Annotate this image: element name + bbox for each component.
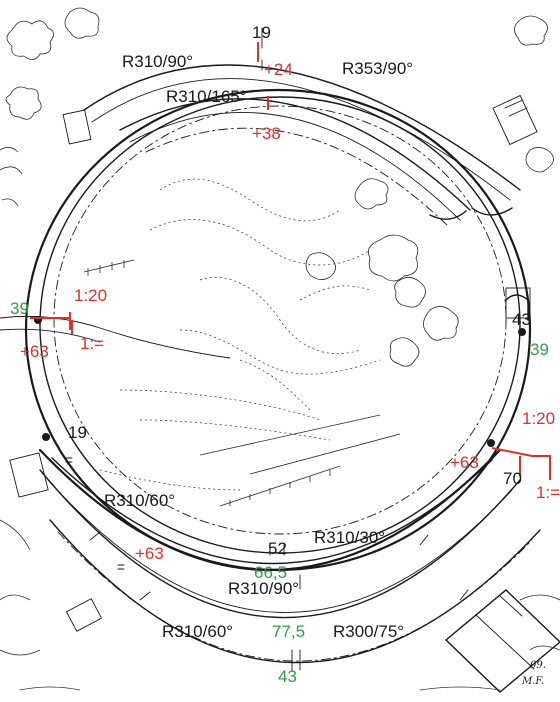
label-lower-left-curve: R310/60° — [104, 491, 175, 510]
label-right-ratio: 1:20 — [522, 409, 555, 428]
red-annotation-marks — [30, 42, 551, 480]
label-lower-offset: +63 — [135, 544, 164, 563]
label-top-offset: +24 — [264, 60, 293, 79]
track-top-arc-outer — [83, 64, 521, 191]
label-left-offset: +63 — [20, 342, 49, 361]
label-top-left-curve: R310/90° — [122, 52, 193, 71]
label-top-station: 19 — [252, 23, 271, 42]
label-left-station: 19 — [68, 423, 87, 442]
label-lower-station: 52 — [268, 539, 287, 558]
label-right-station: 43 — [512, 310, 531, 329]
label-lower-center-curve: R310/90° — [228, 579, 299, 598]
signature-year: 09. — [530, 660, 546, 671]
label-right-ratio-2: 1:= — [536, 483, 560, 502]
marker-left-lower — [42, 433, 50, 441]
track-top-arc-inner — [119, 98, 471, 211]
track-outer-loop — [24, 88, 532, 572]
label-bottom-green-station: 43 — [278, 667, 297, 686]
label-inner-top-curve: R310/165° — [166, 87, 247, 106]
label-right-offset: +63 — [450, 453, 479, 472]
label-left-green-level: 39 — [10, 299, 29, 318]
track-lower-arc-3 — [49, 519, 541, 664]
track-lower-arc-1 — [38, 448, 502, 571]
label-bottom-right-curve: R300/75° — [333, 622, 404, 641]
label-right-station-2: 70 — [503, 469, 522, 488]
label-lower-right-curve: R310/30° — [314, 528, 385, 547]
label-bottom-left-curve: R310/60° — [162, 622, 233, 641]
track-inner-loop — [39, 96, 521, 554]
track-lower-arc-2 — [39, 469, 521, 619]
label-inner-top-offset: +38 — [252, 124, 281, 143]
label-lower-green-level: 66,5 — [254, 563, 287, 582]
label-right-green-level: 39 — [530, 340, 549, 359]
marker-right-upper — [518, 328, 526, 336]
track-geometry — [0, 27, 541, 671]
buildings — [9, 94, 560, 693]
label-left-ratio-2: 1:= — [80, 334, 104, 353]
label-top-right-curve: R353/90° — [342, 59, 413, 78]
vegetation-sketch — [0, 7, 560, 691]
label-bottom-green-level: 77,5 — [272, 622, 305, 641]
marker-right-lower — [487, 439, 495, 447]
signature-initials: M.F. — [521, 676, 544, 687]
label-left-ratio: 1:20 — [74, 286, 107, 305]
